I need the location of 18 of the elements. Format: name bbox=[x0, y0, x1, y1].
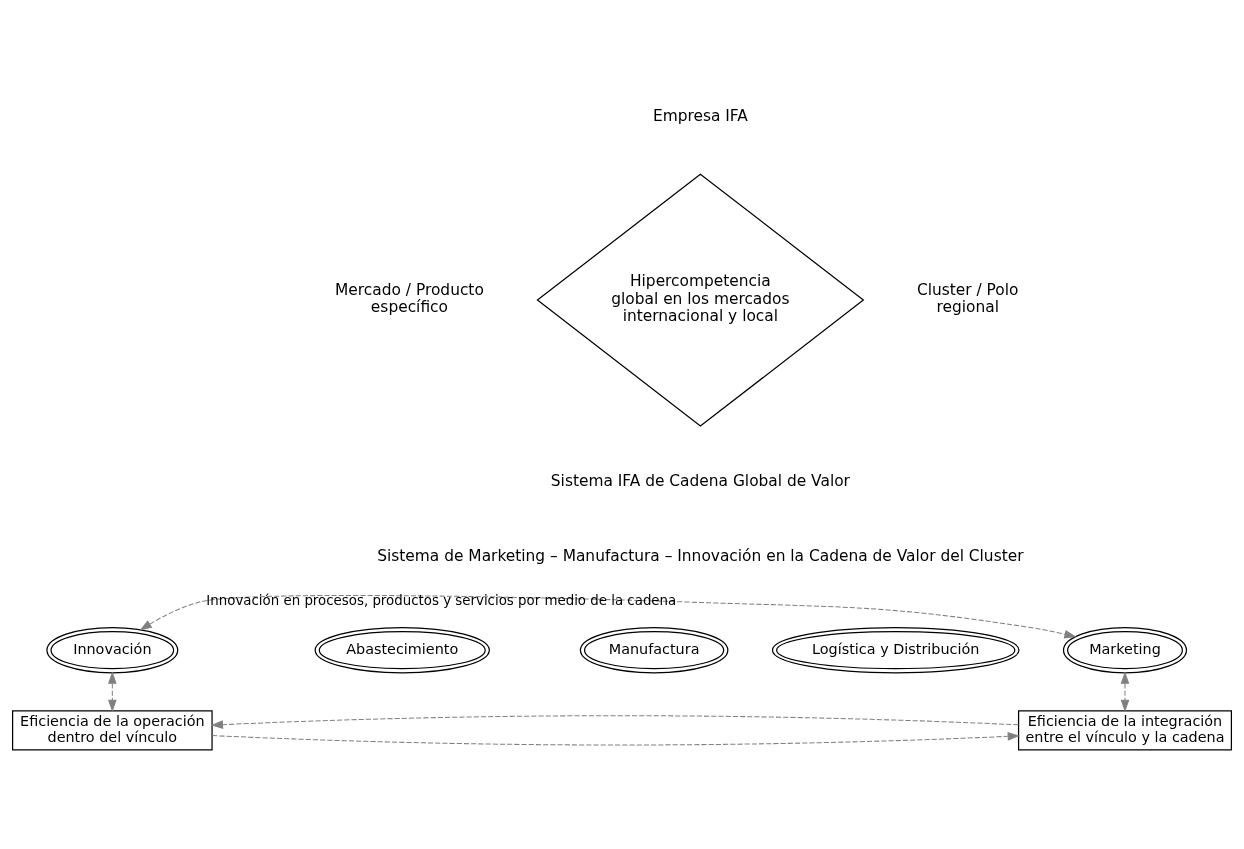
node-box: Eficiencia de la integración entre el vínculo y la cadena bbox=[1017, 710, 1232, 751]
node-label: Sistema IFA de Cadena Global de Valor bbox=[550, 472, 850, 491]
node-diamond: Hipercompetencia global en los mercados internacional y local bbox=[536, 173, 865, 427]
node-label: Empresa IFA bbox=[652, 107, 748, 126]
node-ellipse: Innovación bbox=[46, 626, 179, 674]
node-box: Eficiencia de la operación dentro del vínculo bbox=[12, 710, 213, 751]
node-label: Mercado / Producto específico bbox=[335, 280, 484, 317]
arrow bbox=[1120, 671, 1130, 713]
node-ellipse: Manufactura bbox=[579, 626, 729, 674]
node-label: Cluster / Polo regional bbox=[916, 280, 1019, 317]
node-ellipse: Abastecimiento bbox=[314, 626, 490, 674]
arrow bbox=[108, 671, 117, 713]
edge-label: Innovación en procesos, productos y servicios por medio de la cadena bbox=[206, 593, 677, 609]
arrow bbox=[139, 594, 1077, 639]
arrow bbox=[210, 715, 1019, 729]
node-ellipse: Logística y Distribución bbox=[771, 626, 1020, 674]
arrow bbox=[211, 732, 1021, 746]
label: Sistema de Marketing – Manufactura – Innovación en la Cadena de Valor del Cluster bbox=[377, 547, 1024, 566]
